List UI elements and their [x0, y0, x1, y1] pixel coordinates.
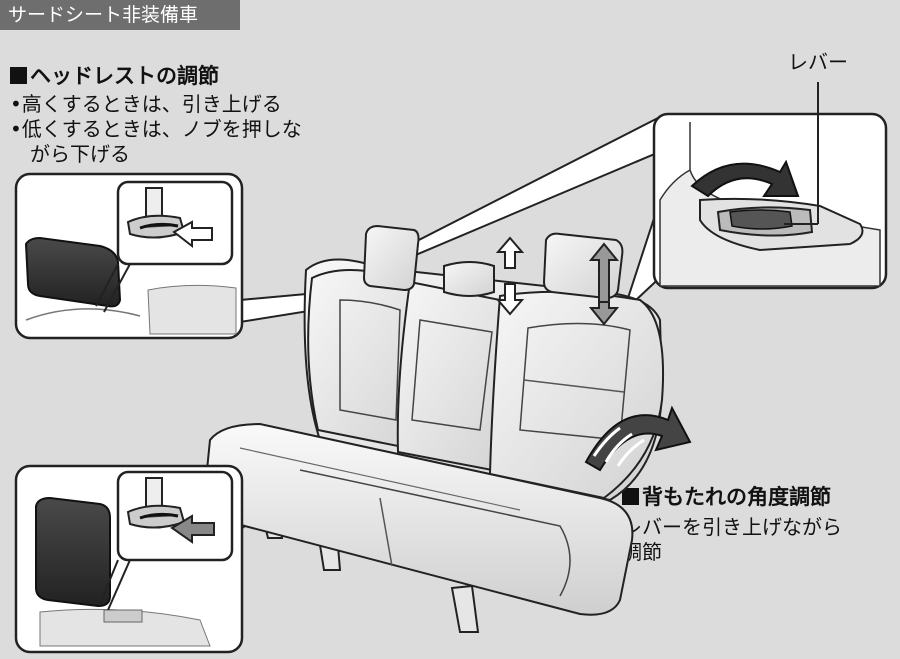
recline-title: 背もたれの角度調節 [622, 481, 831, 511]
square-bullet-icon [622, 488, 639, 505]
headrest-bullet-2-cont: がら下げる [30, 142, 130, 166]
down-arrow-icon [588, 301, 620, 326]
headrest-bullet-2: •低くするときは、ノブを押しな [10, 117, 302, 141]
curved-lift-arrow-icon [690, 159, 800, 198]
up-arrow-icon [495, 236, 525, 269]
recline-title-text: 背もたれの角度調節 [642, 485, 831, 509]
inset-headrest-raise [14, 172, 244, 340]
left-headrest [362, 224, 420, 292]
push-arrow-icon [172, 220, 213, 249]
down-arrow-icon [495, 283, 525, 316]
headrest-title: ヘッドレストの調節 [10, 60, 219, 90]
recline-line-1: レバーを引き上げながら [622, 515, 842, 539]
right-headrest [542, 232, 624, 300]
headrest-up-down-arrows [495, 236, 525, 316]
seat-headrests [362, 224, 624, 300]
push-arrow-icon [170, 514, 215, 544]
seat-back [303, 258, 665, 502]
inset-recline-lever [652, 82, 888, 290]
right-headrest-arrows [588, 242, 620, 326]
headrest-title-text: ヘッドレストの調節 [30, 64, 219, 88]
center-headrest [443, 261, 495, 297]
headrest-bullet-1: •高くするときは、引き上げる [10, 92, 282, 116]
section-tab: サードシート非装備車 [0, 0, 240, 30]
square-bullet-icon [10, 67, 27, 84]
headrest-dark-icon [24, 236, 122, 308]
headrest-dark-icon [35, 496, 111, 608]
inset-headrest-lower [14, 464, 244, 654]
recline-arrow [584, 405, 692, 472]
lever-label: レバー [788, 50, 848, 74]
